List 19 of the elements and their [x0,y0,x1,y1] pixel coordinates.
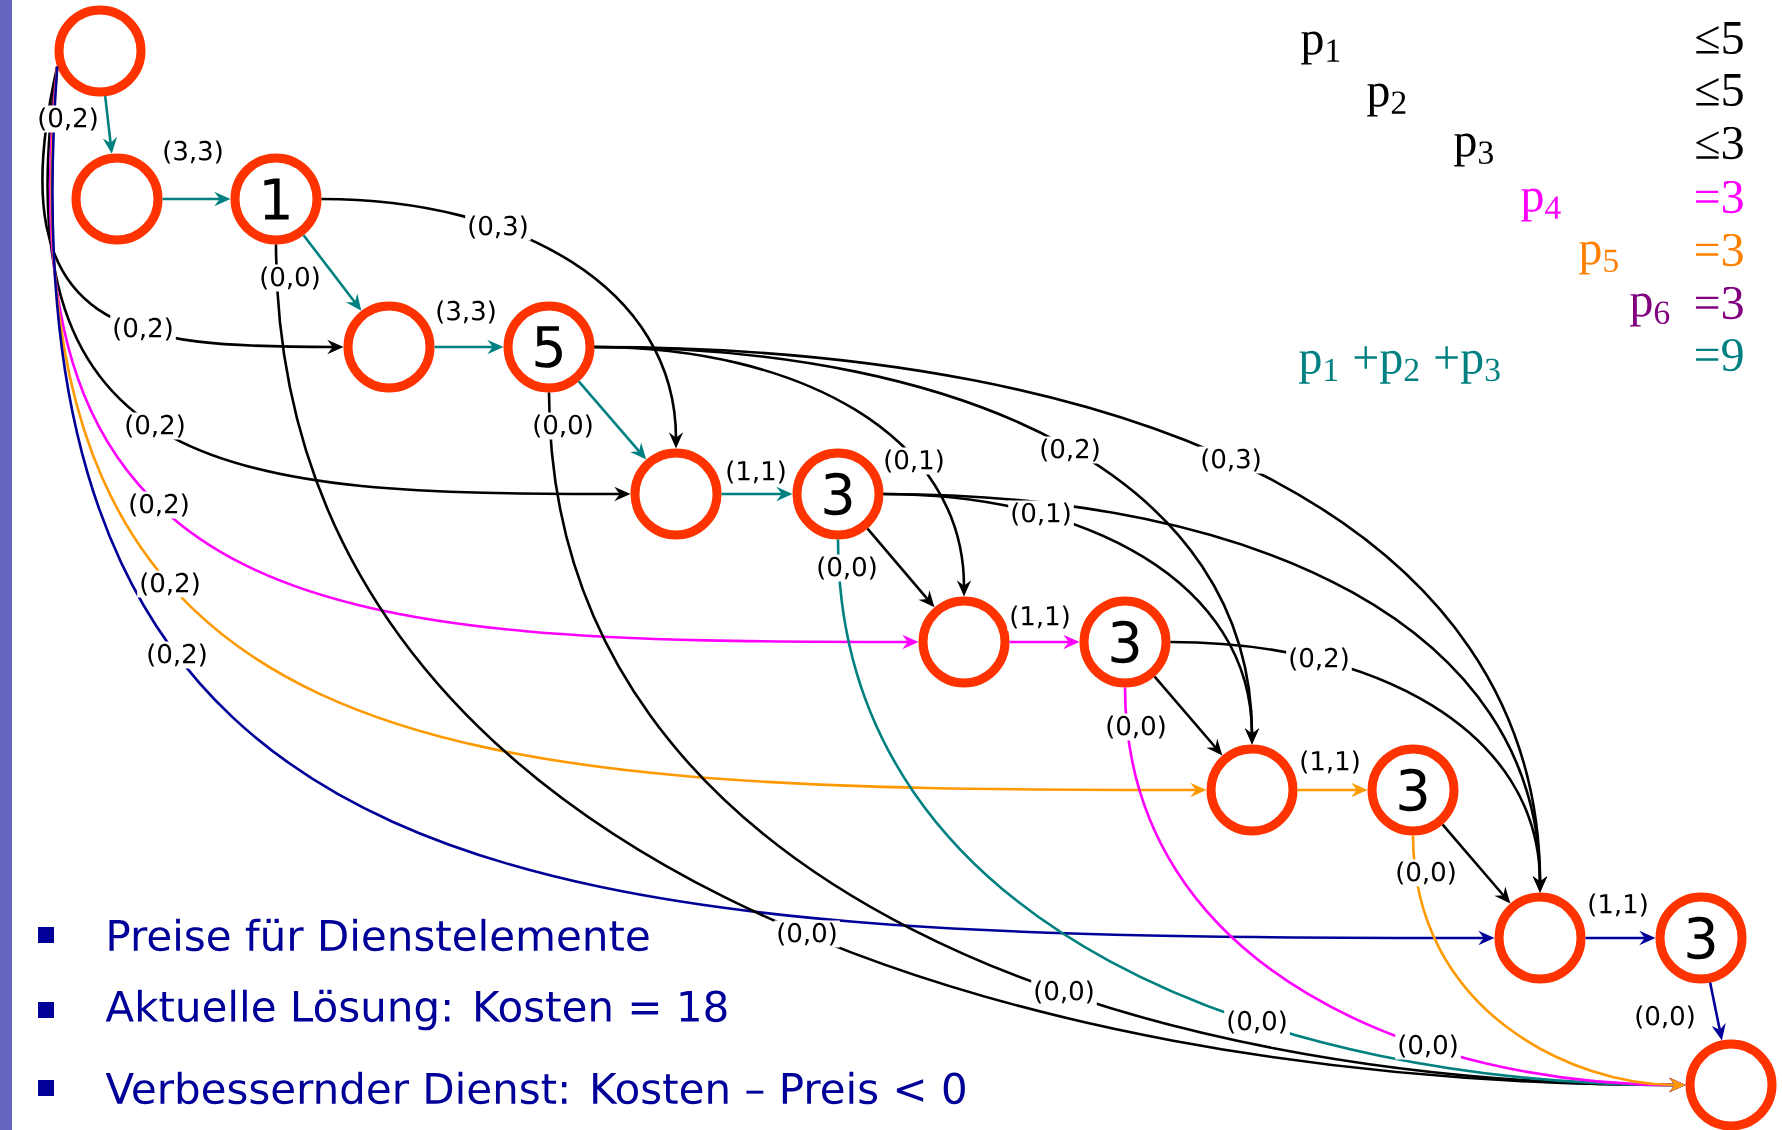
edge-label: (0,0) [1395,1032,1461,1060]
formula-text: p$_{5}$ [1579,241,1618,275]
formula-text: =3 [1695,180,1743,214]
edge-label: (0,0) [1224,1008,1290,1036]
formula-text: =3 [1695,286,1743,320]
bullet-text: Aktuelle Lösung: Kosten = 18 [105,989,727,1031]
node-circle [1494,892,1586,984]
bullet-text: Verbessernder Dienst: Kosten – Preis < 0 [105,1071,965,1105]
edge-label: (0,0) [1632,1003,1698,1031]
formula-text: ≤3 [1696,126,1743,160]
formula-text: p$_{1}$ [1301,31,1340,65]
edge-label: (0,0) [1031,978,1097,1006]
formula-text: ≤5 [1696,22,1743,54]
formula-text: =3 [1695,233,1743,267]
formula-text: ≤5 [1696,74,1743,106]
formula-text: =9 [1695,338,1743,372]
formula-text: p$_{4}$ [1521,188,1561,222]
formula-text: p$_{6}$ [1630,293,1670,327]
edge-label: (1,1) [1585,891,1651,919]
